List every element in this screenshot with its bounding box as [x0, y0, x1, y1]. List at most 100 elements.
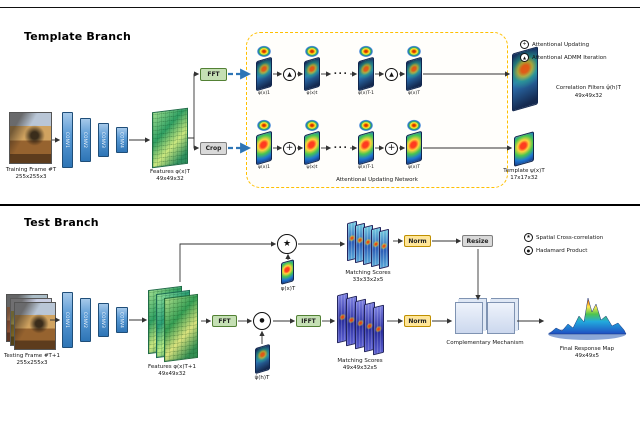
- legend-text: Attentional Updating: [532, 41, 590, 48]
- conv-label: CONV3: [101, 311, 106, 329]
- attention-peak: [358, 117, 374, 131]
- norm-box-top: Norm: [404, 235, 431, 247]
- conv-label: CONV3: [101, 131, 106, 149]
- training-frame-label: Training Frame #T: [5, 167, 57, 173]
- aun-top-feature-3: [358, 56, 374, 92]
- matching-scores-top-slab: [379, 228, 389, 270]
- conv-block-1: CONV1: [62, 112, 73, 168]
- admm-operator-icon: ▲: [385, 68, 398, 81]
- training-frame-size: 255x255x3: [15, 174, 47, 180]
- aun-caption: Attentional Updating Network: [336, 177, 418, 183]
- aun-top-feature-1: [256, 56, 272, 92]
- hadamard-operator-icon: ●: [524, 246, 533, 255]
- aun-bottom-label-2: ψ(x)t: [306, 165, 318, 170]
- legend-attentional-updating: + Attentional Updating: [520, 40, 589, 49]
- test-features-map: [164, 293, 198, 363]
- resize-box: Resize: [462, 235, 493, 247]
- ifft-box: IFFT: [296, 315, 321, 327]
- final-response-map-size: 49x49x5: [574, 353, 599, 359]
- admm-operator-icon: ▲: [283, 68, 296, 81]
- conv-label: CONV4: [119, 311, 125, 329]
- test-features-label: Features φ(x)T+1: [147, 364, 197, 370]
- template-output-size: 17x17x32: [510, 175, 538, 181]
- cross-correlation-operator-icon: ★: [524, 233, 533, 242]
- final-response-map-label: Final Response Map: [559, 346, 615, 352]
- hadamard-operator-icon: ●: [253, 312, 271, 330]
- aun-bottom-label-3: ψ(x)T-1: [358, 165, 374, 170]
- attention-peak: [358, 43, 374, 57]
- admm-operator-icon: ▲: [520, 53, 529, 62]
- conv-block-1: CONV1: [62, 292, 73, 348]
- complementary-mechanism-label: Complementary Mechanism: [446, 340, 524, 346]
- conv-label: CONV2: [83, 311, 88, 329]
- legend-spatial-cross-correlation: ★ Spatial Cross-correlation: [524, 233, 603, 242]
- conv-block-4: CONV4: [116, 127, 128, 153]
- attention-peak: [406, 117, 422, 131]
- crop-box: Crop: [200, 142, 227, 155]
- conv-block-2: CONV2: [80, 118, 91, 162]
- psi-x-label: ψ(x)T: [280, 286, 296, 292]
- conv-label: CONV2: [83, 131, 88, 149]
- attention-peak: [256, 117, 272, 131]
- matching-scores-top-label: Matching Scores: [345, 270, 391, 276]
- aun-top-feature-4: [406, 56, 422, 92]
- correlation-filter-psi-h-stack: [255, 343, 270, 375]
- psi-h-label: ψ̂(h)T: [254, 375, 270, 381]
- aun-top-label-2: φ(x)t: [306, 91, 318, 96]
- attention-peak: [406, 43, 422, 57]
- template-features-label: Features φ(x)T: [150, 169, 190, 175]
- complementary-mechanism-cube: [487, 302, 515, 334]
- cross-correlation-operator-icon: ★: [277, 234, 297, 254]
- attentional-updating-network-box: [246, 32, 508, 188]
- attention-peak: [304, 117, 320, 131]
- template-features-size: 49x49x32: [156, 176, 184, 182]
- attention-peak: [304, 43, 320, 57]
- testing-frame-label: Testing Frame #T+1: [3, 353, 61, 359]
- matching-scores-bottom-label: Matching Scores: [337, 358, 383, 364]
- aun-top-label-3: φ(x)T-1: [358, 91, 374, 96]
- updating-operator-icon: +: [520, 40, 529, 49]
- attention-peak: [256, 43, 272, 57]
- final-response-map: [546, 286, 628, 342]
- legend-text: Attentional ADMM Iteration: [532, 54, 607, 61]
- conv-label: CONV1: [65, 311, 70, 329]
- legend-admm-iteration: ▲ Attentional ADMM Iteration: [520, 53, 607, 62]
- norm-box-bottom: Norm: [404, 315, 431, 327]
- aun-top-label-4: φ(x)T: [408, 91, 420, 96]
- template-output-stack: [514, 131, 534, 167]
- test-branch-title: Test Branch: [24, 216, 99, 229]
- top-rule: [0, 7, 640, 8]
- branch-divider: [0, 204, 640, 206]
- correlation-filters-size: 49x49x32: [574, 93, 603, 99]
- legend-hadamard-product: ● Hadamard Product: [524, 246, 587, 255]
- conv-label: CONV1: [65, 131, 70, 149]
- aun-bottom-template-3: [358, 130, 374, 166]
- conv-label: CONV4: [119, 131, 125, 149]
- testing-frame-image: [14, 302, 56, 350]
- matching-scores-top-size: 33x33x2x5: [352, 277, 384, 283]
- conv-block-4: CONV4: [116, 307, 128, 333]
- training-frame-image: [9, 112, 52, 164]
- testing-frame-size: 255x255x3: [16, 360, 48, 366]
- aun-top-feature-2: [304, 56, 320, 92]
- fft-box: FFT: [212, 315, 237, 327]
- legend-text: Hadamard Product: [536, 247, 588, 254]
- fft-box: FFT: [200, 68, 227, 81]
- aun-bottom-label-1: ψ(x)1: [257, 165, 270, 170]
- matching-scores-bottom-slab: [373, 304, 384, 356]
- response-surface: [548, 297, 627, 340]
- aun-bottom-template-2: [304, 130, 320, 166]
- matching-scores-bottom-size: 49x49x32x5: [342, 365, 378, 371]
- aun-top-ellipsis: ...: [333, 67, 349, 77]
- template-output-label: Template ψ(x)T: [503, 168, 545, 174]
- conv-block-2: CONV2: [80, 298, 91, 342]
- template-features-map: [152, 107, 188, 169]
- aun-bottom-template-4: [406, 130, 422, 166]
- aun-bottom-template-1: [256, 130, 272, 166]
- updating-operator-icon: +: [283, 142, 296, 155]
- complementary-mechanism-cube: [455, 302, 483, 334]
- template-branch-title: Template Branch: [24, 30, 131, 43]
- aun-bottom-label-4: ψ(x)T: [408, 165, 420, 170]
- conv-block-3: CONV3: [98, 303, 109, 337]
